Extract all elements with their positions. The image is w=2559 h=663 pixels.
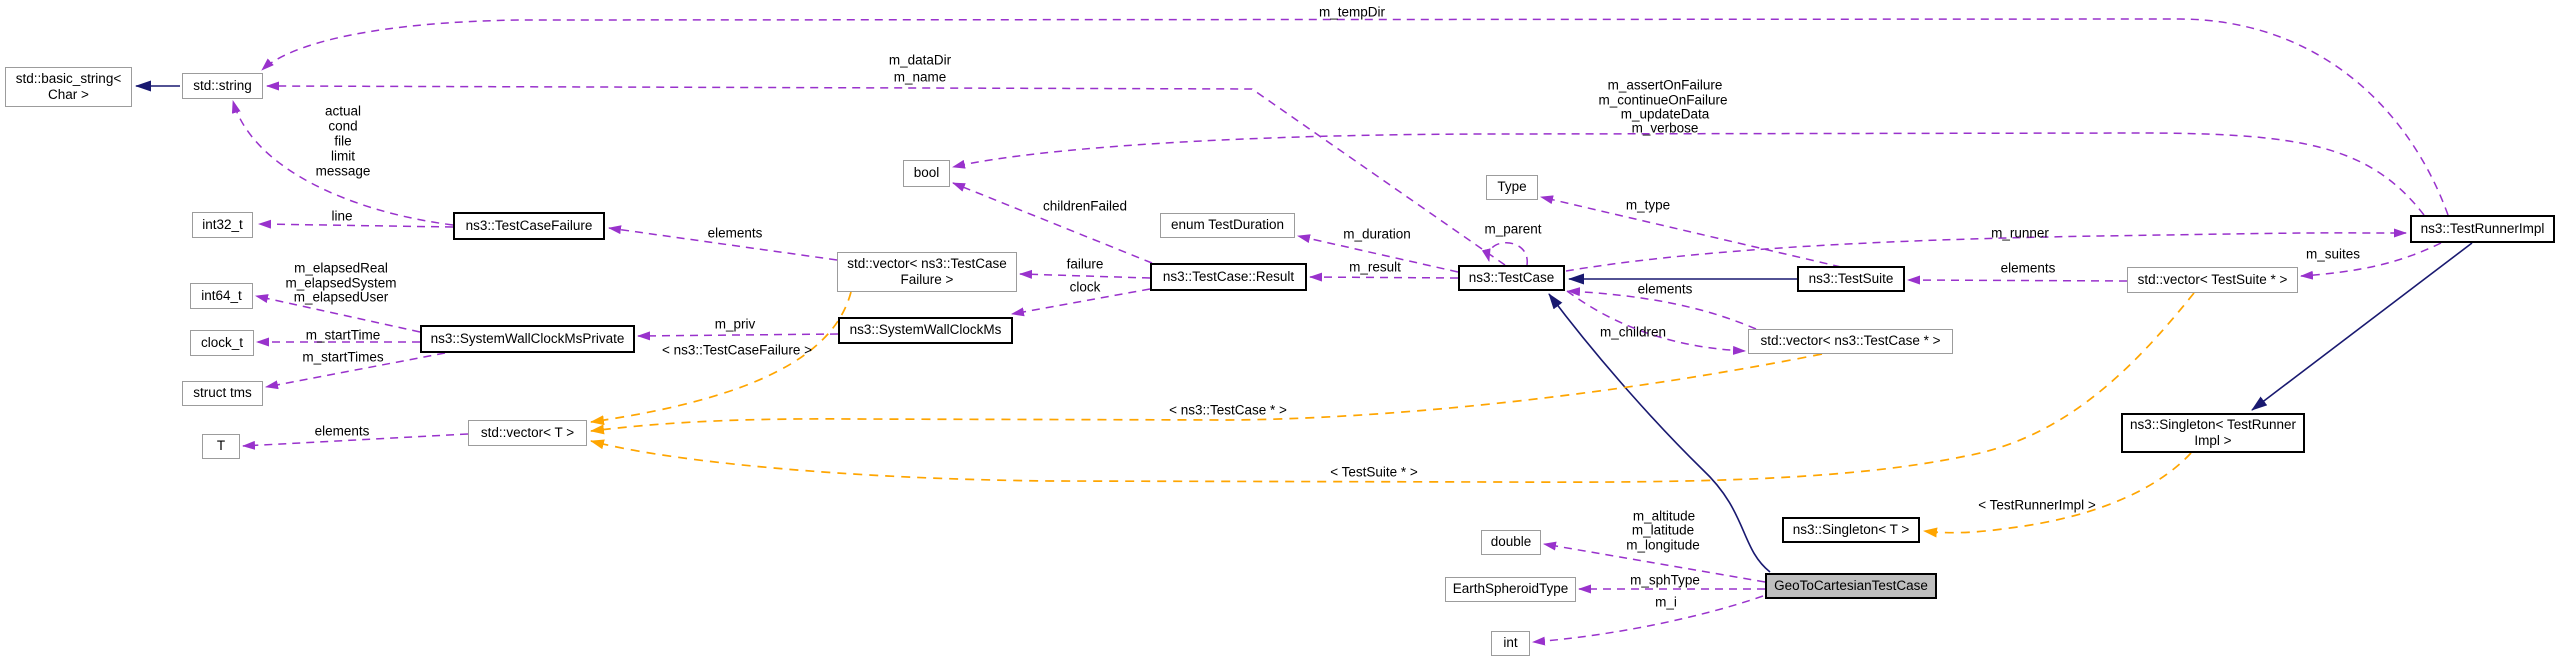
edge-testrunnerimpl-inherits-singleton (2251, 242, 2473, 411)
node-std-vector-ns3-testcase-ptr[interactable]: std::vector< ns3::TestCase * > (1748, 329, 1953, 354)
edge-vector-tcf-to-testcasefailure (608, 225, 838, 261)
node-clock-t[interactable]: clock_t (190, 330, 254, 356)
edge-vector-tcp-to-testcase (1567, 287, 1757, 330)
edge-result-to-vector-tcf (1019, 269, 1151, 279)
edge-result-to-swcms (1011, 288, 1151, 317)
edge-vector-tcp-instance-of-vector-t (590, 353, 1823, 435)
node-label: Failure > (900, 272, 954, 287)
edge-swcmsprivate-to-tms (265, 352, 446, 390)
node-ns3-testcase-result[interactable]: ns3::TestCase::Result (1150, 263, 1307, 291)
node-std-string[interactable]: std::string (182, 73, 263, 99)
node-bool[interactable]: bool (903, 160, 950, 187)
node-label: clock_t (200, 334, 244, 350)
node-t[interactable]: T (202, 434, 240, 459)
node-std-vector-testsuite-ptr[interactable]: std::vector< TestSuite * > (2127, 267, 2298, 293)
edge-testcasefailure-to-int32 (258, 219, 454, 229)
edge-result-to-bool (952, 182, 1153, 264)
node-label: std::vector< T > (480, 424, 575, 440)
edge-swcmsprivate-to-int64 (255, 294, 421, 333)
node-type[interactable]: Type (1486, 175, 1538, 200)
node-ns3-testcasefailure[interactable]: ns3::TestCaseFailure (453, 212, 605, 240)
node-int64-t[interactable]: int64_t (190, 283, 253, 309)
node-label: ns3::SystemWallClockMsPrivate (430, 330, 625, 346)
node-label: ns3::TestCase (1468, 269, 1555, 285)
node-label: ns3::Singleton< TestRunner (2130, 416, 2296, 432)
node-ns3-systemwallclockmsprivate[interactable]: ns3::SystemWallClockMsPrivate (420, 325, 635, 353)
node-geotocartesiantestcase[interactable]: GeoToCartesianTestCase (1765, 573, 1937, 599)
node-std-basic-string[interactable]: std::basic_string<Char > (5, 67, 132, 107)
node-label: int64_t (201, 287, 242, 303)
node-ns3-systemwallclockms[interactable]: ns3::SystemWallClockMs (838, 317, 1013, 344)
node-int[interactable]: int (1491, 631, 1530, 656)
edge-vector-tsp-to-testsuite (1907, 275, 2128, 285)
node-label: bool (913, 165, 940, 181)
edge-singleton-tri-instance-of-singleton-t (1923, 452, 2192, 538)
node-label: ns3::SystemWallClockMs (849, 322, 1002, 338)
edge-vector-t-to-t (242, 433, 469, 450)
node-label: std::string (193, 77, 252, 93)
node-label: ns3::TestSuite (1808, 270, 1894, 286)
edge-testcase-to-string (266, 81, 1506, 266)
node-label: struct tms (193, 385, 252, 401)
node-int32-t[interactable]: int32_t (192, 212, 253, 238)
node-label: std::vector< ns3::TestCase * > (1760, 333, 1941, 349)
edge-testcase-to-duration (1297, 234, 1459, 273)
node-label: std::vector< ns3::TestCase (847, 255, 1007, 271)
edge-testrunnerimpl-to-bool (952, 132, 2425, 216)
node-label: enum TestDuration (1170, 217, 1285, 233)
edge-testcasefailure-to-string (231, 100, 454, 226)
node-label: ns3::TestRunnerImpl (2420, 220, 2545, 236)
node-label: Type (1497, 179, 1527, 195)
node-label: Char > (48, 87, 89, 102)
node-label: double (1490, 534, 1532, 550)
edge-swcms-to-swcmsprivate (637, 331, 839, 341)
edge-testcase-to-testrunnerimpl (1565, 228, 2407, 272)
edge-geo-to-int (1532, 595, 1764, 646)
edge-vector-tcf-instance-of-vector-t (590, 291, 852, 426)
node-ns3-singleton-t[interactable]: ns3::Singleton< T > (1782, 517, 1920, 543)
node-label: int (1503, 635, 1518, 651)
edge-geo-to-double (1543, 541, 1766, 583)
node-ns3-testrunnerimpl[interactable]: ns3::TestRunnerImpl (2410, 215, 2555, 243)
node-label: ns3::Singleton< T > (1792, 521, 1910, 537)
edge-testsuite-to-type (1540, 195, 1842, 268)
node-ns3-testsuite[interactable]: ns3::TestSuite (1797, 266, 1905, 292)
node-struct-tms[interactable]: struct tms (182, 381, 263, 406)
node-label: int32_t (202, 216, 243, 232)
edge-testrunnerimpl-to-string (261, 18, 2449, 216)
edge-vector-tsp-instance-of-vector-t (590, 292, 2195, 484)
edge-geo-inherits-testcase (1548, 293, 1771, 573)
edge-testcase-self-parent (1481, 242, 1528, 266)
node-double[interactable]: double (1481, 530, 1541, 555)
edge-testcase-to-result (1309, 272, 1459, 282)
node-label: GeoToCartesianTestCase (1774, 577, 1928, 593)
node-earthspheroidtype[interactable]: EarthSpheroidType (1445, 577, 1576, 602)
node-label: std::basic_string< (15, 70, 122, 86)
node-label: EarthSpheroidType (1452, 581, 1569, 597)
node-label: ns3::TestCase::Result (1162, 268, 1295, 284)
node-ns3-testcase[interactable]: ns3::TestCase (1458, 265, 1565, 291)
node-label: T (216, 438, 226, 454)
node-std-vector-t[interactable]: std::vector< T > (468, 420, 587, 446)
node-label: std::vector< TestSuite * > (2137, 271, 2288, 287)
node-label: ns3::TestCaseFailure (465, 217, 593, 233)
edges (135, 18, 2473, 646)
edge-testrunnerimpl-to-vector-tsp (2300, 242, 2442, 280)
node-enum-testduration[interactable]: enum TestDuration (1160, 213, 1295, 238)
node-label: Impl > (2194, 433, 2232, 448)
